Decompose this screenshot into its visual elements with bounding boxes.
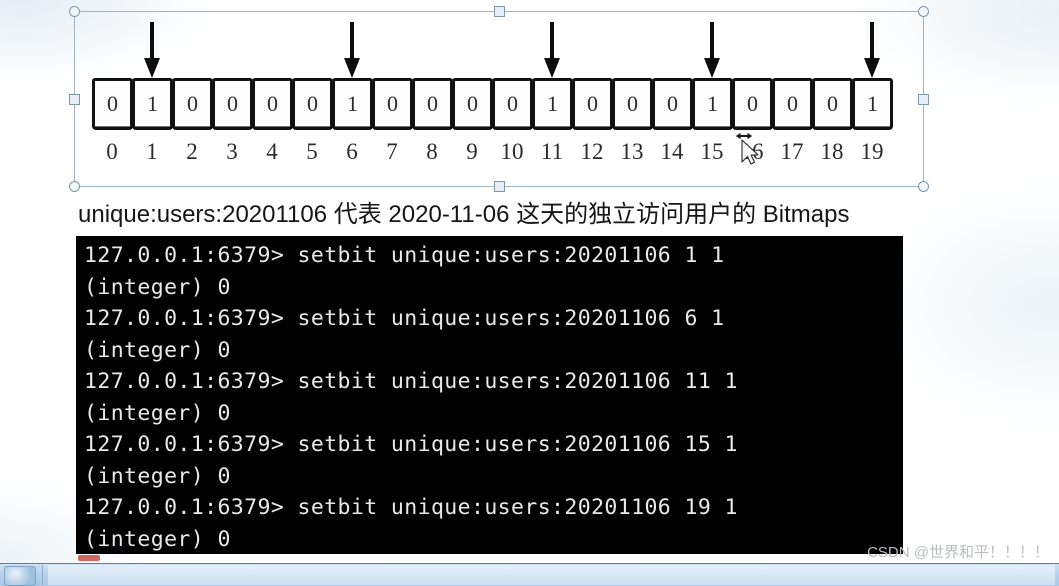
bitmap-index-label: 18 [820,139,844,164]
terminal-line: 127.0.0.1:6379> setbit unique:users:2020… [84,243,725,268]
arrow-row [92,22,892,78]
down-arrow-icon [704,22,720,78]
bitmap-index-label: 7 [386,139,398,164]
terminal-line: (integer) 0 [84,526,231,552]
down-arrow-icon [344,22,360,78]
bitmap-cell: 0 [412,78,453,130]
bitmap-cell: 0 [772,78,813,130]
bitmap-index-label: 4 [266,139,278,164]
bitmap-index-label: 19 [860,139,884,164]
csdn-watermark: CSDN @世界和平！！！！ [867,544,1049,561]
terminal-line: (integer) 0 [84,400,231,426]
bitmap-cell: 0 [252,78,293,130]
bitmap-cell: 1 [852,78,893,130]
bitmap-cell: 0 [732,78,773,130]
bitmap-index-label: 1 [146,139,158,164]
down-arrow-icon [544,22,560,78]
bitmap-cell: 1 [692,78,733,130]
figure-caption: unique:users:20201106 代表 2020-11-06 这天的独… [78,201,850,228]
bitmap-index-label: 5 [306,139,318,164]
bitmap-cell: 0 [372,78,413,130]
bitmap-index-label: 15 [700,139,724,164]
bitmap-cell: 1 [532,78,573,130]
bitmap-cell: 0 [572,78,613,130]
bitmap-index-label: 12 [580,139,604,164]
terminal-line: 127.0.0.1:6379> setbit unique:users:2020… [84,495,738,520]
bitmap-index-label: 10 [500,139,524,164]
bitmap-index-label: 2 [186,139,198,164]
resize-handle-middle-left[interactable] [69,94,80,105]
bitmap-cell: 0 [452,78,493,130]
bitmap-index-label: 3 [226,139,238,164]
redis-cli-terminal[interactable]: 127.0.0.1:6379> setbit unique:users:2020… [76,236,903,554]
bitmap-cell: 0 [492,78,533,130]
bitmap-cell: 0 [172,78,213,130]
terminal-line: (integer) 0 [84,274,231,300]
windows-taskbar[interactable] [0,563,1059,586]
resize-handle-bottom-left[interactable] [69,181,80,192]
red-annotation-mark [78,555,100,561]
taskbar-separator [42,565,43,585]
bitmap-cell: 0 [612,78,653,130]
taskbar-task-area[interactable] [48,565,1055,585]
bitmap-cell: 1 [332,78,373,130]
bitmap-index-label: 9 [466,139,478,164]
down-arrow-icon [144,22,160,78]
resize-handle-top-center[interactable] [494,6,505,17]
terminal-line: 127.0.0.1:6379> setbit unique:users:2020… [84,432,738,457]
resize-handle-top-right[interactable] [918,6,929,17]
bitmap-index-label: 11 [540,139,564,164]
bitmap-index-label: 8 [426,139,438,164]
down-arrow-icon [864,22,880,78]
terminal-line: 127.0.0.1:6379> setbit unique:users:2020… [84,369,738,394]
bitmap-index-label: 6 [346,139,358,164]
bitmap-cell: 0 [292,78,333,130]
bitmap-index-label: 0 [106,139,118,164]
resize-handle-middle-right[interactable] [918,94,929,105]
terminal-line: 127.0.0.1:6379> setbit unique:users:2020… [84,306,725,331]
bitmap-index-label: 16 [740,139,764,164]
bitmap-index-label: 17 [780,139,804,164]
terminal-line: (integer) 0 [84,337,231,363]
bitmap-index-label: 13 [620,139,644,164]
bitmap-cell: 0 [652,78,693,130]
resize-handle-bottom-right[interactable] [918,181,929,192]
bitmap-cell: 0 [812,78,853,130]
bitmap-cell: 0 [92,78,133,130]
resize-handle-bottom-center[interactable] [494,181,505,192]
bitmap-cell: 0 [212,78,253,130]
bitmap-index-label: 14 [660,139,684,164]
bitmap-cell: 1 [132,78,173,130]
start-button-icon[interactable] [4,566,36,586]
resize-handle-top-left[interactable] [69,6,80,17]
terminal-line: (integer) 0 [84,463,231,489]
